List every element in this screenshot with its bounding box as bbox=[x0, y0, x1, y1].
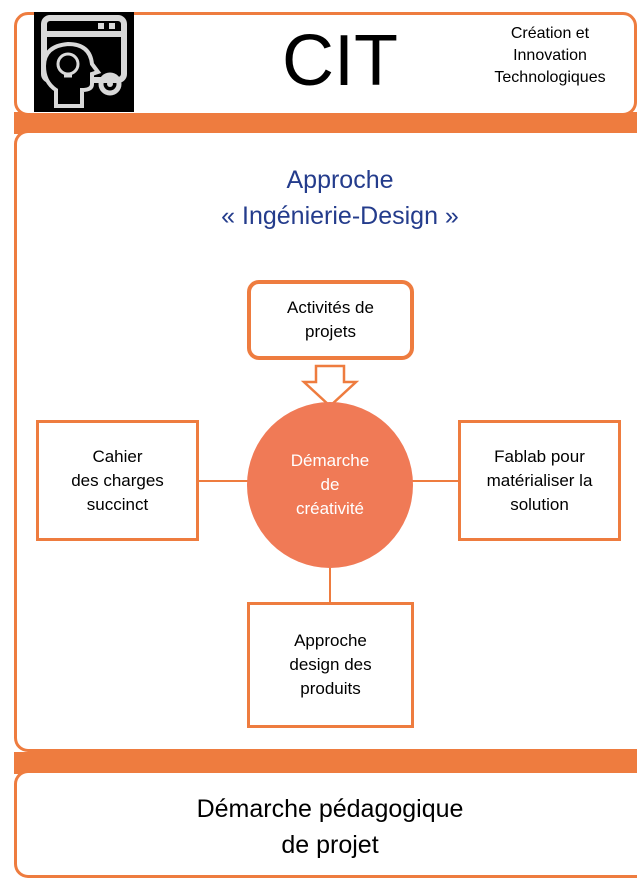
box-specifications: Cahier des charges succinct bbox=[36, 420, 199, 541]
box-line: Fablab pour bbox=[494, 446, 585, 466]
box-product-design: Approche design des produits bbox=[247, 602, 414, 728]
subtitle-line: Innovation bbox=[513, 47, 587, 64]
circle-line: créativité bbox=[295, 499, 364, 518]
box-line: des charges bbox=[71, 470, 164, 490]
center-creativity-circle: Démarche de créativité bbox=[247, 402, 413, 568]
box-line: matérialiser la bbox=[486, 470, 593, 490]
box-project-activities: Activités de projets bbox=[247, 280, 414, 360]
connector-left bbox=[199, 480, 249, 482]
subtitle-line: Technologiques bbox=[494, 69, 606, 86]
footer-panel bbox=[14, 770, 637, 878]
box-line: Approche bbox=[294, 631, 367, 650]
approach-title-line: « Ingénierie-Design » bbox=[221, 202, 459, 230]
box-line: Activités de bbox=[287, 298, 374, 317]
connector-bottom bbox=[329, 566, 331, 604]
connector-right bbox=[412, 480, 460, 482]
subtitle-line: Création et bbox=[510, 25, 590, 42]
approach-title: Approche « Ingénierie-Design » bbox=[150, 162, 530, 234]
box-line: projets bbox=[304, 322, 357, 341]
approach-title-line: Approche bbox=[286, 166, 394, 194]
box-line: Cahier bbox=[92, 446, 143, 466]
down-arrow-icon bbox=[300, 364, 360, 408]
header-band bbox=[14, 112, 637, 134]
box-line: design des bbox=[289, 655, 372, 674]
footer-line: de projet bbox=[281, 831, 379, 859]
footer-band bbox=[14, 752, 637, 774]
box-line: succinct bbox=[86, 494, 149, 514]
header-title: CIT bbox=[282, 21, 398, 101]
logo bbox=[34, 12, 134, 112]
circle-line: de bbox=[320, 475, 340, 494]
circle-line: Démarche bbox=[290, 451, 370, 470]
box-line: produits bbox=[300, 679, 361, 698]
box-line: solution bbox=[510, 494, 569, 514]
lightbulb-head-icon bbox=[41, 15, 127, 108]
header-subtitle: Création et Innovation Technologiques bbox=[470, 23, 630, 89]
footer-line: Démarche pédagogique bbox=[196, 795, 464, 823]
box-fablab: Fablab pour matérialiser la solution bbox=[458, 420, 621, 541]
footer-text: Démarche pédagogique de projet bbox=[140, 791, 520, 863]
